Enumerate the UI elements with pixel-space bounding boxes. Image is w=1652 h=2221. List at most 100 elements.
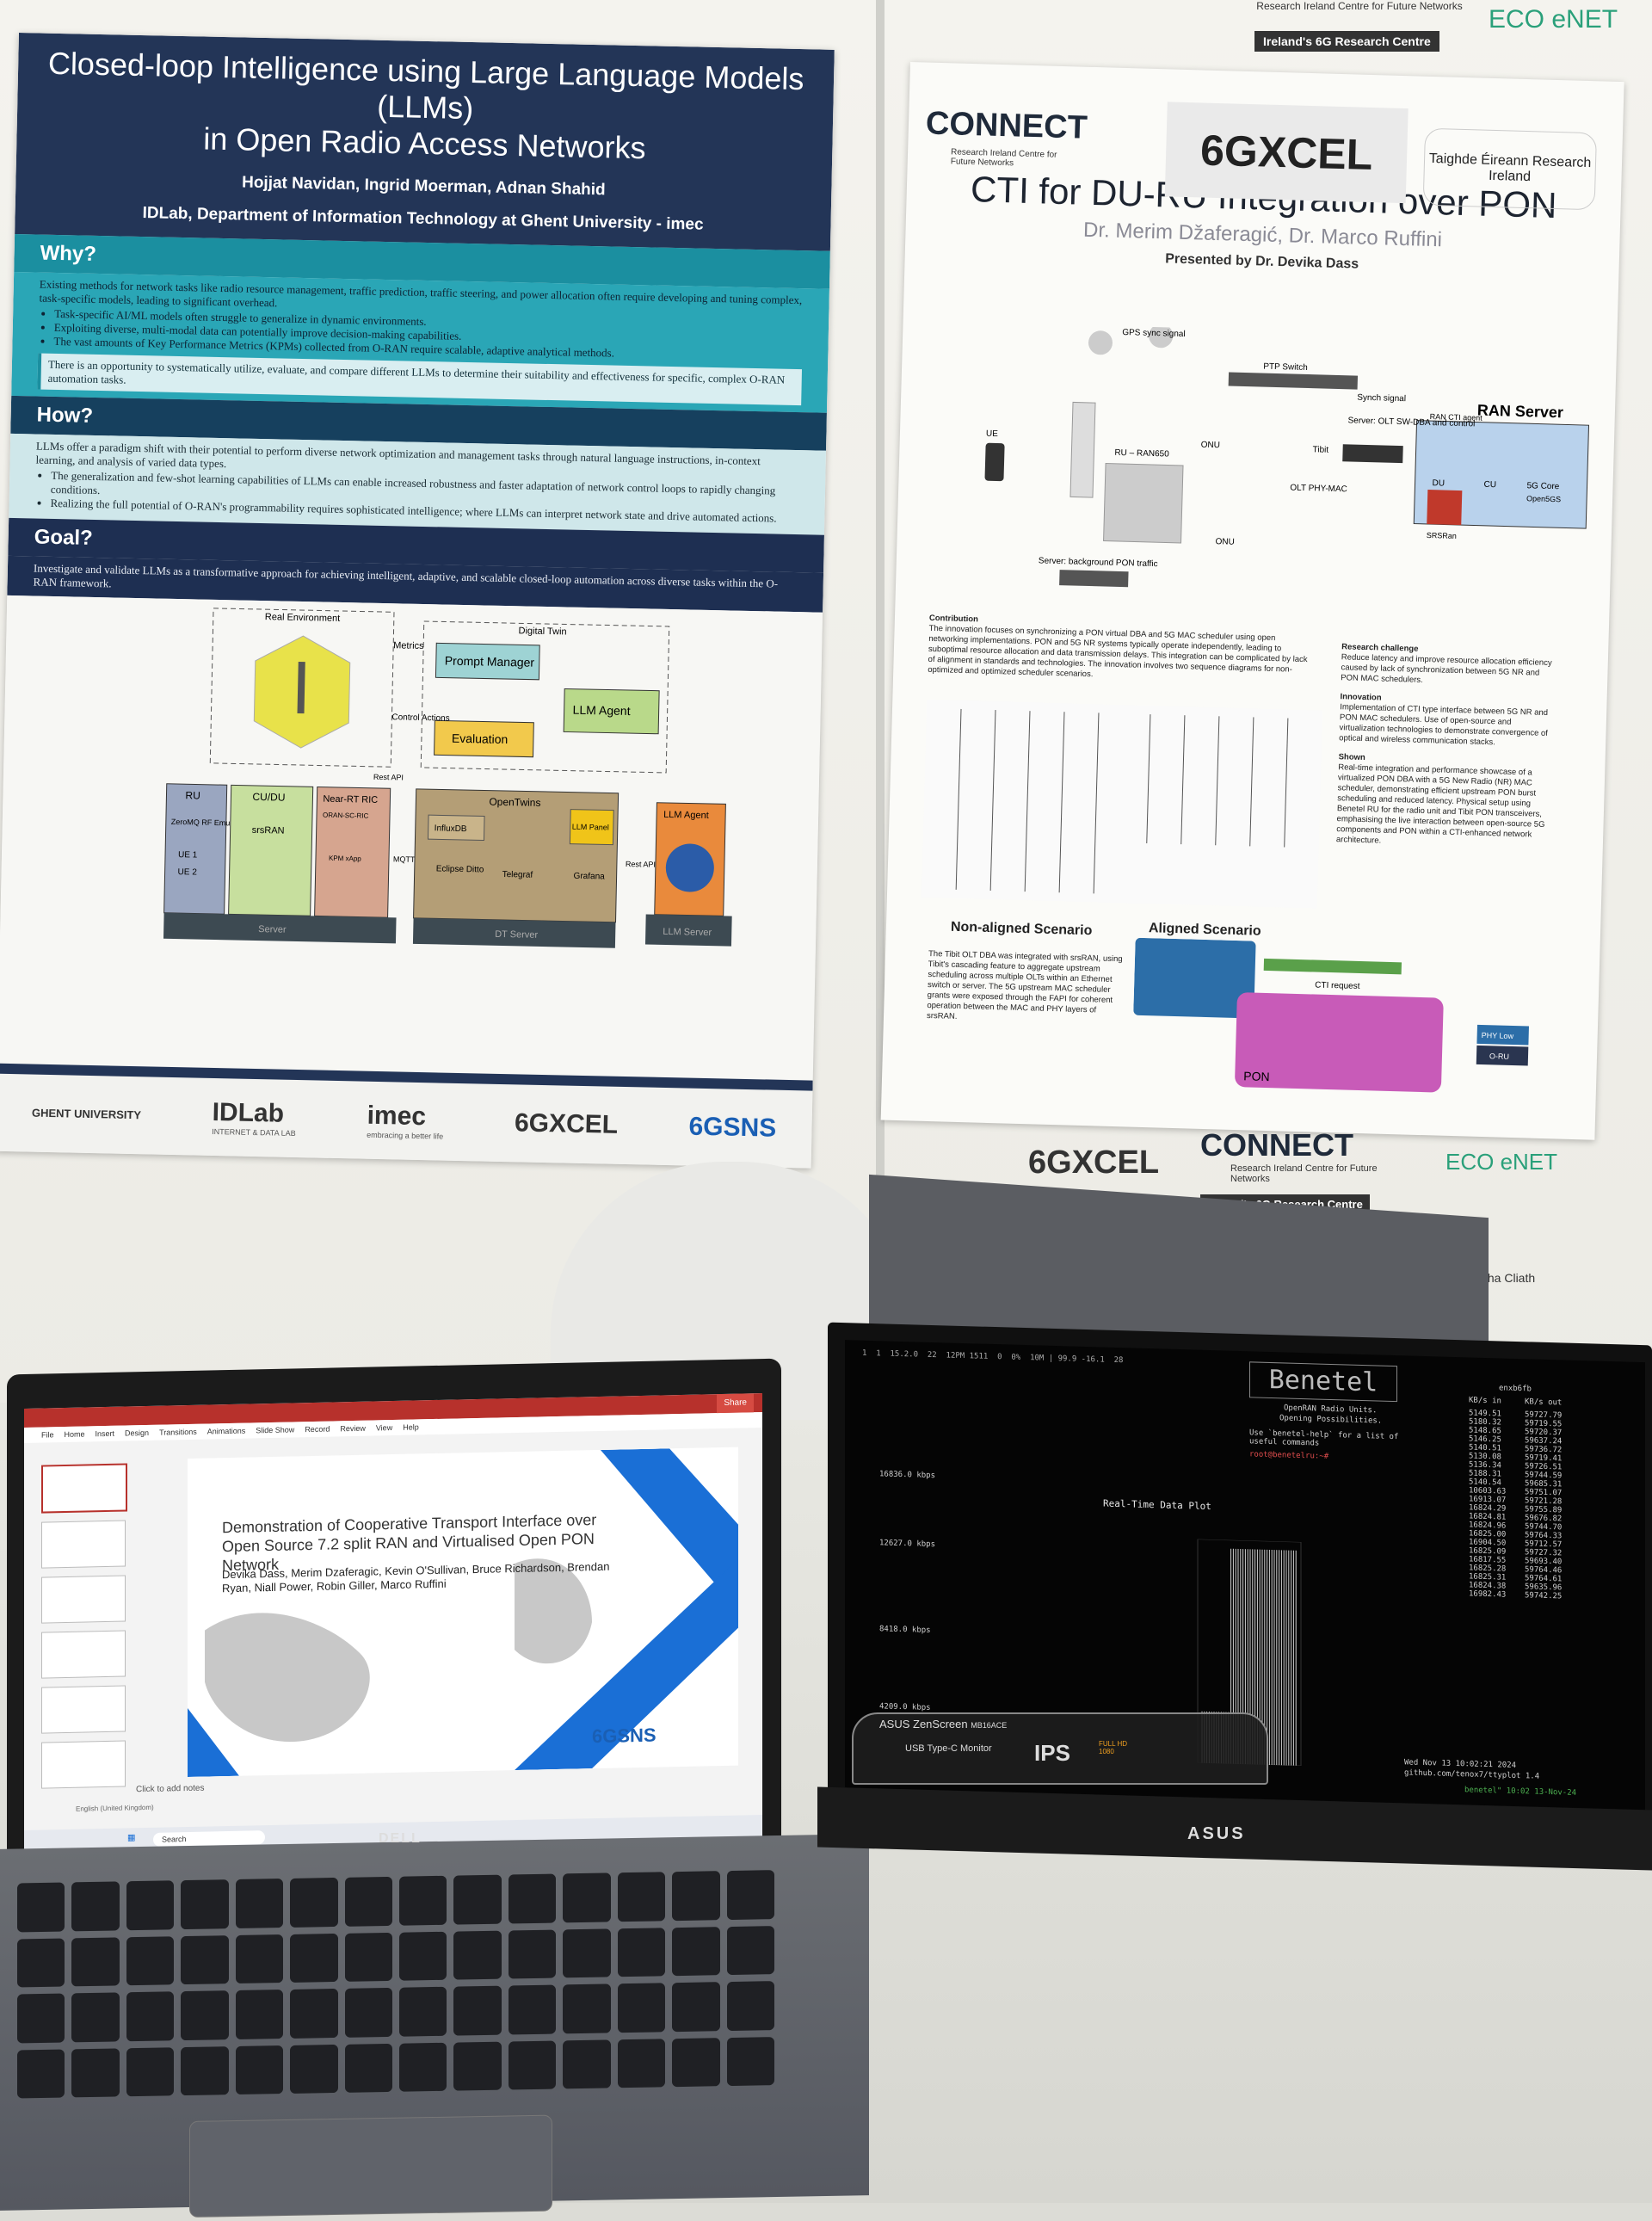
key[interactable] <box>71 2047 120 2098</box>
touchpad[interactable] <box>189 2114 552 2218</box>
slide-thumbnail[interactable] <box>41 1685 126 1734</box>
ru-block <box>163 783 228 915</box>
key[interactable] <box>290 1877 338 1928</box>
idlab-logo-text: IDLab <box>212 1097 285 1128</box>
notes-pane[interactable]: Click to add notes <box>136 1783 205 1795</box>
control-actions-label: Control Actions <box>391 713 449 723</box>
key[interactable] <box>17 1882 65 1932</box>
onu-label-2: ONU <box>1215 537 1235 547</box>
key[interactable] <box>453 1985 502 2036</box>
key[interactable] <box>672 1926 720 1977</box>
keyboard <box>17 1870 774 2099</box>
key[interactable] <box>290 1933 338 1983</box>
key[interactable] <box>126 1935 175 1986</box>
opentwins-block <box>413 788 620 923</box>
key[interactable] <box>126 2046 175 2097</box>
key[interactable] <box>453 2041 502 2091</box>
key[interactable] <box>181 1879 229 1929</box>
key[interactable] <box>508 1984 557 2035</box>
key[interactable] <box>617 1983 666 2033</box>
menu-view[interactable]: View <box>375 1423 393 1433</box>
menu-insert[interactable]: Insert <box>95 1428 115 1439</box>
key[interactable] <box>181 1990 229 2040</box>
key[interactable] <box>398 1931 447 1981</box>
windows-start-icon[interactable]: ▦ <box>127 1833 136 1843</box>
key[interactable] <box>672 1982 720 2032</box>
key[interactable] <box>181 2045 229 2096</box>
key[interactable] <box>290 1988 338 2039</box>
idlab-logo-sub: INTERNET & DATA LAB <box>212 1126 296 1138</box>
key[interactable] <box>181 1934 229 1985</box>
menu-animations[interactable]: Animations <box>206 1426 246 1436</box>
key[interactable] <box>17 1937 65 1988</box>
key[interactable] <box>726 1981 774 2031</box>
map-shape-2 <box>515 1558 592 1664</box>
eclipse-ditto-label: Eclipse Ditto <box>436 864 484 874</box>
llm-agent-label: LLM Agent <box>572 703 630 718</box>
menu-review[interactable]: Review <box>340 1423 366 1434</box>
key[interactable] <box>617 2038 666 2088</box>
key[interactable] <box>71 1881 120 1931</box>
key[interactable] <box>508 1929 557 1979</box>
slide-thumbnail[interactable] <box>41 1630 126 1679</box>
key[interactable] <box>344 1987 392 2038</box>
key[interactable] <box>398 2042 447 2092</box>
phy-low-label: PHY Low <box>1482 1031 1514 1040</box>
key[interactable] <box>453 1930 502 1980</box>
menu-design[interactable]: Design <box>125 1428 150 1438</box>
menu-home[interactable]: Home <box>64 1429 85 1440</box>
key[interactable] <box>235 2045 284 2095</box>
key[interactable] <box>235 1990 284 2039</box>
menu-file[interactable]: File <box>41 1430 54 1440</box>
zeromq-label: ZeroMQ RF Emu <box>171 817 231 827</box>
key[interactable] <box>508 2040 557 2090</box>
key[interactable] <box>71 1992 120 2042</box>
menu-help[interactable]: Help <box>403 1422 419 1432</box>
key[interactable] <box>344 2043 392 2093</box>
key[interactable] <box>235 1879 284 1928</box>
key[interactable] <box>398 1875 447 1926</box>
key[interactable] <box>508 1873 557 1924</box>
menu-record[interactable]: Record <box>305 1424 330 1434</box>
slide-thumbnail[interactable] <box>41 1575 126 1624</box>
imec-logo-sub: embracing a better life <box>367 1130 444 1141</box>
ru-label: RU <box>185 789 200 801</box>
key[interactable] <box>17 1993 65 2043</box>
key[interactable] <box>563 2039 611 2089</box>
key[interactable] <box>726 1925 774 1976</box>
key[interactable] <box>126 1991 175 2041</box>
key[interactable] <box>726 1870 774 1920</box>
key[interactable] <box>235 1934 284 1984</box>
menu-transitions[interactable]: Transitions <box>159 1427 197 1437</box>
key[interactable] <box>453 1874 502 1925</box>
slide-thumbnail[interactable] <box>41 1740 126 1789</box>
shell-prompt[interactable]: root@benetelru:~# <box>1249 1450 1329 1461</box>
key[interactable] <box>71 1936 120 1987</box>
menu-slide-show[interactable]: Slide Show <box>256 1425 295 1435</box>
6gsns-logo: 6GSNS <box>688 1113 776 1144</box>
share-button[interactable]: Share <box>717 1393 754 1414</box>
key[interactable] <box>398 1986 447 2037</box>
llm-agent-server-label: LLM Agent <box>663 810 709 821</box>
key[interactable] <box>617 1927 666 1977</box>
key[interactable] <box>17 2048 65 2099</box>
6gxcel-logo: 6GXCEL <box>515 1108 619 1140</box>
key[interactable] <box>344 1932 392 1982</box>
key[interactable] <box>563 1983 611 2033</box>
ghent-logo: GHENT UNIVERSITY <box>32 1106 141 1124</box>
gps-label: GPS sync signal <box>1122 328 1186 339</box>
key[interactable] <box>563 1928 611 1978</box>
key[interactable] <box>672 1871 720 1921</box>
slide-thumbnail[interactable] <box>41 1520 126 1569</box>
key[interactable] <box>344 1876 392 1927</box>
slide-thumbnail[interactable] <box>41 1463 127 1514</box>
key[interactable] <box>726 2036 774 2087</box>
oru-label: O-RU <box>1489 1052 1509 1061</box>
key[interactable] <box>126 1880 175 1930</box>
key[interactable] <box>672 2037 720 2088</box>
key[interactable] <box>290 2044 338 2094</box>
key[interactable] <box>617 1872 666 1922</box>
key[interactable] <box>563 1872 611 1922</box>
current-slide[interactable]: Demonstration of Cooperative Transport I… <box>188 1447 738 1778</box>
